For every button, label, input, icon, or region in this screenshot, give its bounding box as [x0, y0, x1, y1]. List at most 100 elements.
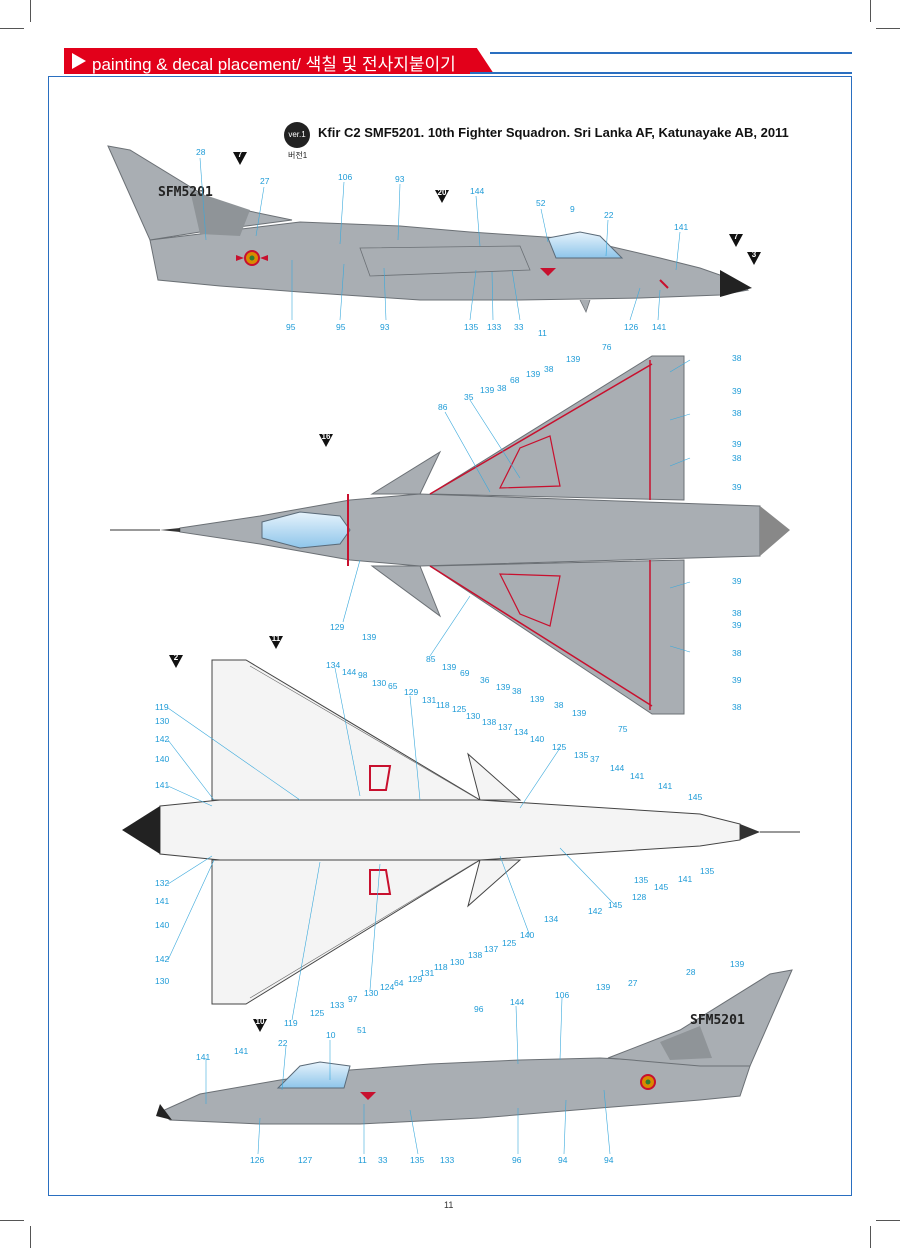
callout-number: 134	[544, 914, 558, 924]
callout-number: 135	[410, 1155, 424, 1165]
wing-bottom-lower	[211, 859, 482, 1005]
fuselage-bottom	[159, 799, 741, 861]
marker-triangle	[233, 152, 247, 165]
callout-number: 95	[336, 322, 346, 332]
callout-number: 133	[330, 1000, 344, 1010]
header-rule-top	[490, 52, 852, 54]
callout-number: 125	[552, 742, 566, 752]
callout-number: 93	[395, 174, 405, 184]
callout-number: 97	[348, 994, 358, 1004]
callout-number: 132	[155, 878, 169, 888]
crop-mark	[0, 1220, 24, 1221]
canard-bottom-upper	[467, 752, 522, 801]
callout-number: 141	[678, 874, 692, 884]
callout-number: 27	[628, 978, 638, 988]
callout-number: 52	[536, 198, 546, 208]
content-frame	[48, 76, 852, 1196]
callout-number: 106	[338, 172, 352, 182]
callout-number: 22	[278, 1038, 288, 1048]
callout-number: 118	[434, 962, 448, 972]
callout-number: 141	[155, 896, 169, 906]
callout-number: 142	[588, 906, 602, 916]
callout-number: 38	[732, 608, 742, 618]
callout-number: 126	[624, 322, 638, 332]
callout-number: 145	[688, 792, 702, 802]
callout-number: 130	[155, 976, 169, 986]
callout-number: 94	[558, 1155, 568, 1165]
callout-number: 128	[632, 892, 646, 902]
callout-number: 38	[512, 686, 522, 696]
callout-number: 68	[510, 375, 520, 385]
callout-number: 139	[480, 385, 494, 395]
marker-number: 10	[256, 1017, 265, 1026]
callout-number: 141	[658, 781, 672, 791]
callout-number: 133	[440, 1155, 454, 1165]
callout-number: 137	[498, 722, 512, 732]
callout-number: 22	[604, 210, 614, 220]
right-side-view: SFM5201	[156, 969, 793, 1125]
marker-number: 11	[272, 634, 281, 643]
marker-triangle	[435, 190, 449, 203]
fuselage-right	[159, 1057, 751, 1125]
callout-number: 39	[732, 482, 742, 492]
callout-number: 11	[358, 1155, 367, 1165]
callout-number: 135	[574, 750, 588, 760]
callout-number: 126	[250, 1155, 264, 1165]
callout-number: 144	[470, 186, 484, 196]
page-number: 11	[444, 1200, 454, 1210]
callout-number: 131	[422, 695, 436, 705]
callout-number: 140	[520, 930, 534, 940]
callout-number: 135	[464, 322, 478, 332]
wing-bottom-upper	[211, 659, 482, 801]
callout-number: 28	[196, 147, 206, 157]
callout-number: 139	[596, 982, 610, 992]
callout-number: 10	[326, 1030, 336, 1040]
red-trim-upper	[429, 360, 653, 500]
callout-number: 37	[590, 754, 600, 764]
header-rule-bottom	[470, 72, 852, 74]
callout-number: 139	[730, 959, 744, 969]
marker-number: 2	[174, 653, 179, 662]
callout-number: 98	[358, 670, 368, 680]
intake-left	[359, 245, 531, 277]
callout-number: 129	[408, 974, 422, 984]
callout-number: 38	[544, 364, 554, 374]
callout-number: 138	[482, 717, 496, 727]
callout-number: 38	[732, 702, 742, 712]
marker-triangle	[729, 234, 743, 247]
callout-number: 65	[388, 681, 398, 691]
header-arrow-icon	[72, 53, 86, 69]
callout-number: 145	[654, 882, 668, 892]
callout-number: 130	[364, 988, 378, 998]
crop-mark	[30, 1226, 31, 1248]
callout-number: 76	[602, 342, 612, 352]
callout-number: 69	[460, 668, 470, 678]
callout-number: 138	[468, 950, 482, 960]
marker-number: 3	[752, 250, 757, 259]
callout-number: 130	[372, 678, 386, 688]
callout-number: 39	[732, 620, 742, 630]
callout-number: 135	[700, 866, 714, 876]
callout-number: 75	[618, 724, 628, 734]
crop-mark	[0, 28, 24, 29]
callout-number: 35	[464, 392, 474, 402]
registration-left: SFM5201	[158, 185, 213, 200]
callout-number: 39	[732, 386, 742, 396]
crop-mark	[870, 1226, 871, 1248]
callout-number: 131	[420, 968, 434, 978]
marker-triangle	[319, 434, 333, 447]
marker-number: 7	[734, 232, 739, 241]
callout-number: 130	[466, 711, 480, 721]
red-trim-lower	[429, 560, 653, 710]
callout-number: 51	[357, 1025, 367, 1035]
callout-number: 135	[634, 875, 648, 885]
callout-number: 140	[530, 734, 544, 744]
callout-number: 39	[732, 439, 742, 449]
callout-number: 94	[604, 1155, 614, 1165]
callout-number: 141	[652, 322, 666, 332]
